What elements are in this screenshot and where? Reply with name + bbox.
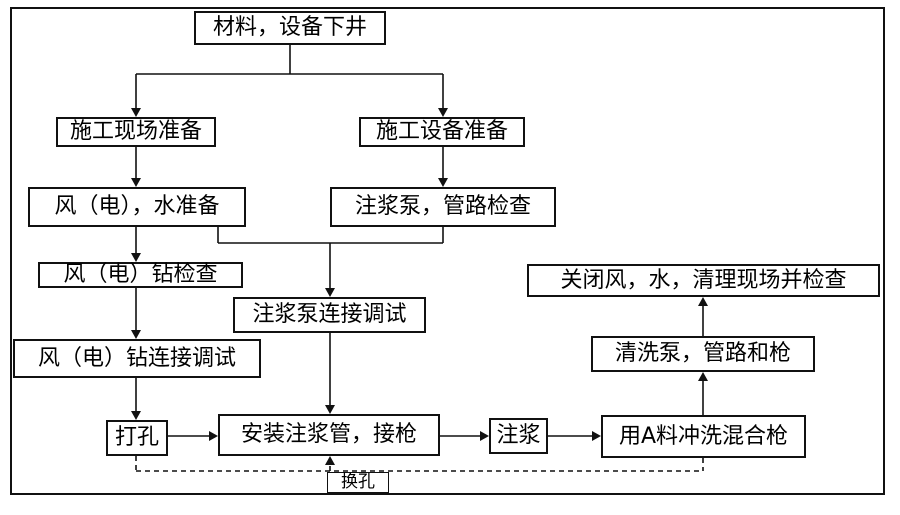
arrow-head [325, 288, 335, 297]
step-wind-water-prep: 风（电），水准备 [28, 187, 246, 227]
step-flush-gun: 用A料冲洗混合枪 [601, 415, 806, 458]
loop-label-change-hole: 换孔 [327, 472, 389, 493]
step-pump-check: 注浆泵，管路检查 [330, 187, 556, 227]
arrow-head [131, 411, 141, 420]
arrow-head [131, 330, 141, 339]
arrow-head [438, 108, 448, 117]
arrow-head [325, 405, 335, 414]
arrow-head [698, 297, 708, 306]
step-equipment-prep: 施工设备准备 [359, 117, 525, 147]
step-drill-hole: 打孔 [106, 420, 168, 456]
step-materials: 材料，设备下井 [194, 11, 386, 45]
step-install-pipe: 安装注浆管，接枪 [218, 414, 440, 456]
arrow-head [131, 108, 141, 117]
arrow-head [592, 431, 601, 441]
step-shutdown: 关闭风，水，清理现场并检查 [527, 264, 880, 297]
arrow-head [480, 431, 489, 441]
arrow-head [325, 456, 335, 465]
arrow-head [131, 178, 141, 187]
arrow-head [698, 372, 708, 381]
arrow-head [131, 253, 141, 262]
step-site-prep: 施工现场准备 [56, 117, 216, 147]
diagram-frame [10, 7, 885, 495]
step-clean-pump: 清洗泵，管路和枪 [591, 336, 815, 372]
step-drill-check: 风（电）钻检查 [38, 262, 243, 288]
arrow-head [438, 178, 448, 187]
step-drill-debug: 风（电）钻连接调试 [13, 339, 261, 378]
arrow-head [209, 431, 218, 441]
step-pump-debug: 注浆泵连接调试 [233, 297, 426, 333]
step-grouting: 注浆 [489, 418, 548, 454]
